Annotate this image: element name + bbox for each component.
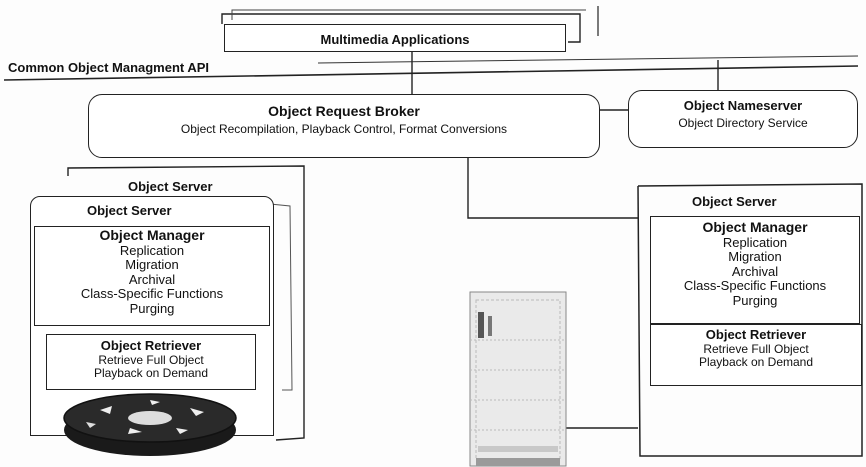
multimedia-applications-label: Multimedia Applications [320, 32, 470, 47]
right-manager-item: Archival [731, 263, 779, 279]
right-manager-item: Class-Specific Functions [683, 278, 827, 294]
left-object-manager: Object Manager Replication Migration Arc… [34, 226, 270, 326]
right-manager-item: Replication [722, 234, 788, 250]
right-manager-title: Object Manager [702, 219, 808, 235]
right-manager-item: Migration [728, 249, 782, 265]
right-retriever-title: Object Retriever [705, 327, 807, 342]
broker-subtitle: Object Recompilation, Playback Control, … [180, 121, 508, 136]
object-nameserver-box: Object Nameserver Object Directory Servi… [628, 90, 858, 148]
left-object-retriever: Object Retriever Retrieve Full Object Pl… [46, 334, 256, 390]
left-manager-item: Migration [125, 257, 179, 273]
left-server-title: Object Server [87, 203, 172, 218]
left-manager-item: Purging [129, 300, 175, 316]
multimedia-applications-box: Multimedia Applications [224, 24, 566, 52]
right-manager-item: Purging [732, 292, 778, 308]
broker-title: Object Request Broker [268, 103, 420, 119]
left-back-server-title: Object Server [128, 179, 213, 194]
object-request-broker-box: Object Request Broker Object Recompilati… [88, 94, 600, 158]
api-label: Common Object Managment API [8, 60, 210, 75]
left-retriever-title: Object Retriever [100, 338, 202, 353]
left-manager-item: Archival [128, 271, 176, 287]
left-manager-item: Class-Specific Functions [80, 286, 224, 302]
right-retriever-item: Playback on Demand [698, 354, 814, 369]
nameserver-title: Object Nameserver [683, 98, 803, 113]
right-object-manager: Object Manager Replication Migration Arc… [650, 216, 860, 324]
left-retriever-item: Playback on Demand [93, 365, 209, 380]
right-server-title: Object Server [692, 194, 777, 209]
left-manager-title: Object Manager [99, 227, 205, 243]
right-object-retriever: Object Retriever Retrieve Full Object Pl… [650, 324, 862, 386]
left-retriever-item: Retrieve Full Object [98, 352, 204, 367]
right-retriever-item: Retrieve Full Object [703, 341, 809, 356]
left-manager-item: Replication [119, 242, 185, 258]
nameserver-subtitle: Object Directory Service [678, 115, 808, 130]
